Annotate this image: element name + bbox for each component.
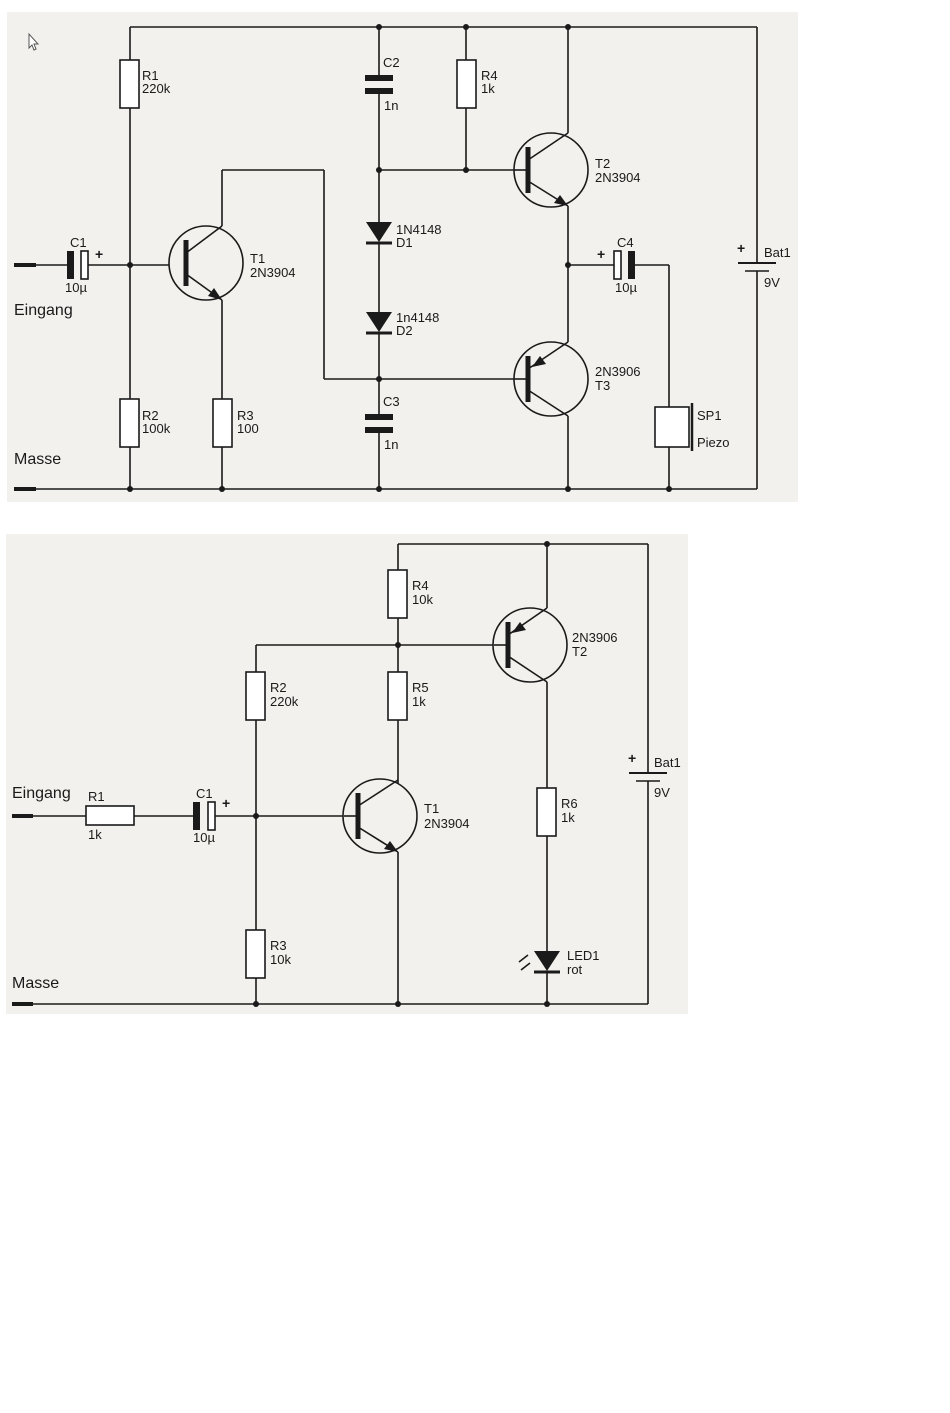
input-label-2: Eingang: [12, 785, 71, 802]
r5-2-value: 1k: [412, 694, 426, 709]
resistor-r4-2: [388, 570, 407, 618]
resistor-r1-2: [86, 806, 134, 825]
capacitor-c1-2-plate: [193, 802, 200, 830]
led-light-icon: [519, 955, 528, 962]
resistor-r3-2: [246, 930, 265, 978]
ground-label-2: Masse: [12, 975, 59, 992]
resistor-r6-2: [537, 788, 556, 836]
t2-2-label: T2: [572, 644, 587, 659]
led1-label: LED1: [567, 948, 600, 963]
r1-2-label: R1: [88, 789, 105, 804]
bat1-2-label: Bat1: [654, 755, 681, 770]
r4-2-value: 10k: [412, 592, 433, 607]
r2-2-value: 220k: [270, 694, 299, 709]
c1-2-polarity: +: [222, 795, 230, 811]
resistor-r2-2: [246, 672, 265, 720]
led1-value: rot: [567, 962, 583, 977]
capacitor-c1-2-plate-pos: [208, 802, 215, 830]
r1-2-value: 1k: [88, 827, 102, 842]
bat1-2-polarity: +: [628, 750, 636, 766]
r6-2-label: R6: [561, 796, 578, 811]
led-led1: [534, 951, 560, 971]
t1-2-label: T1: [424, 801, 439, 816]
bat1-2-value: 9V: [654, 785, 670, 800]
r6-2-value: 1k: [561, 810, 575, 825]
t2-2-value: 2N3906: [572, 630, 618, 645]
c1-2-value: 10µ: [193, 830, 215, 845]
r3-2-label: R3: [270, 938, 287, 953]
c1-2-label: C1: [196, 786, 213, 801]
r2-2-label: R2: [270, 680, 287, 695]
r5-2-label: R5: [412, 680, 429, 695]
t1-2-value: 2N3904: [424, 816, 470, 831]
resistor-r5-2: [388, 672, 407, 720]
r4-2-label: R4: [412, 578, 429, 593]
r3-2-value: 10k: [270, 952, 291, 967]
